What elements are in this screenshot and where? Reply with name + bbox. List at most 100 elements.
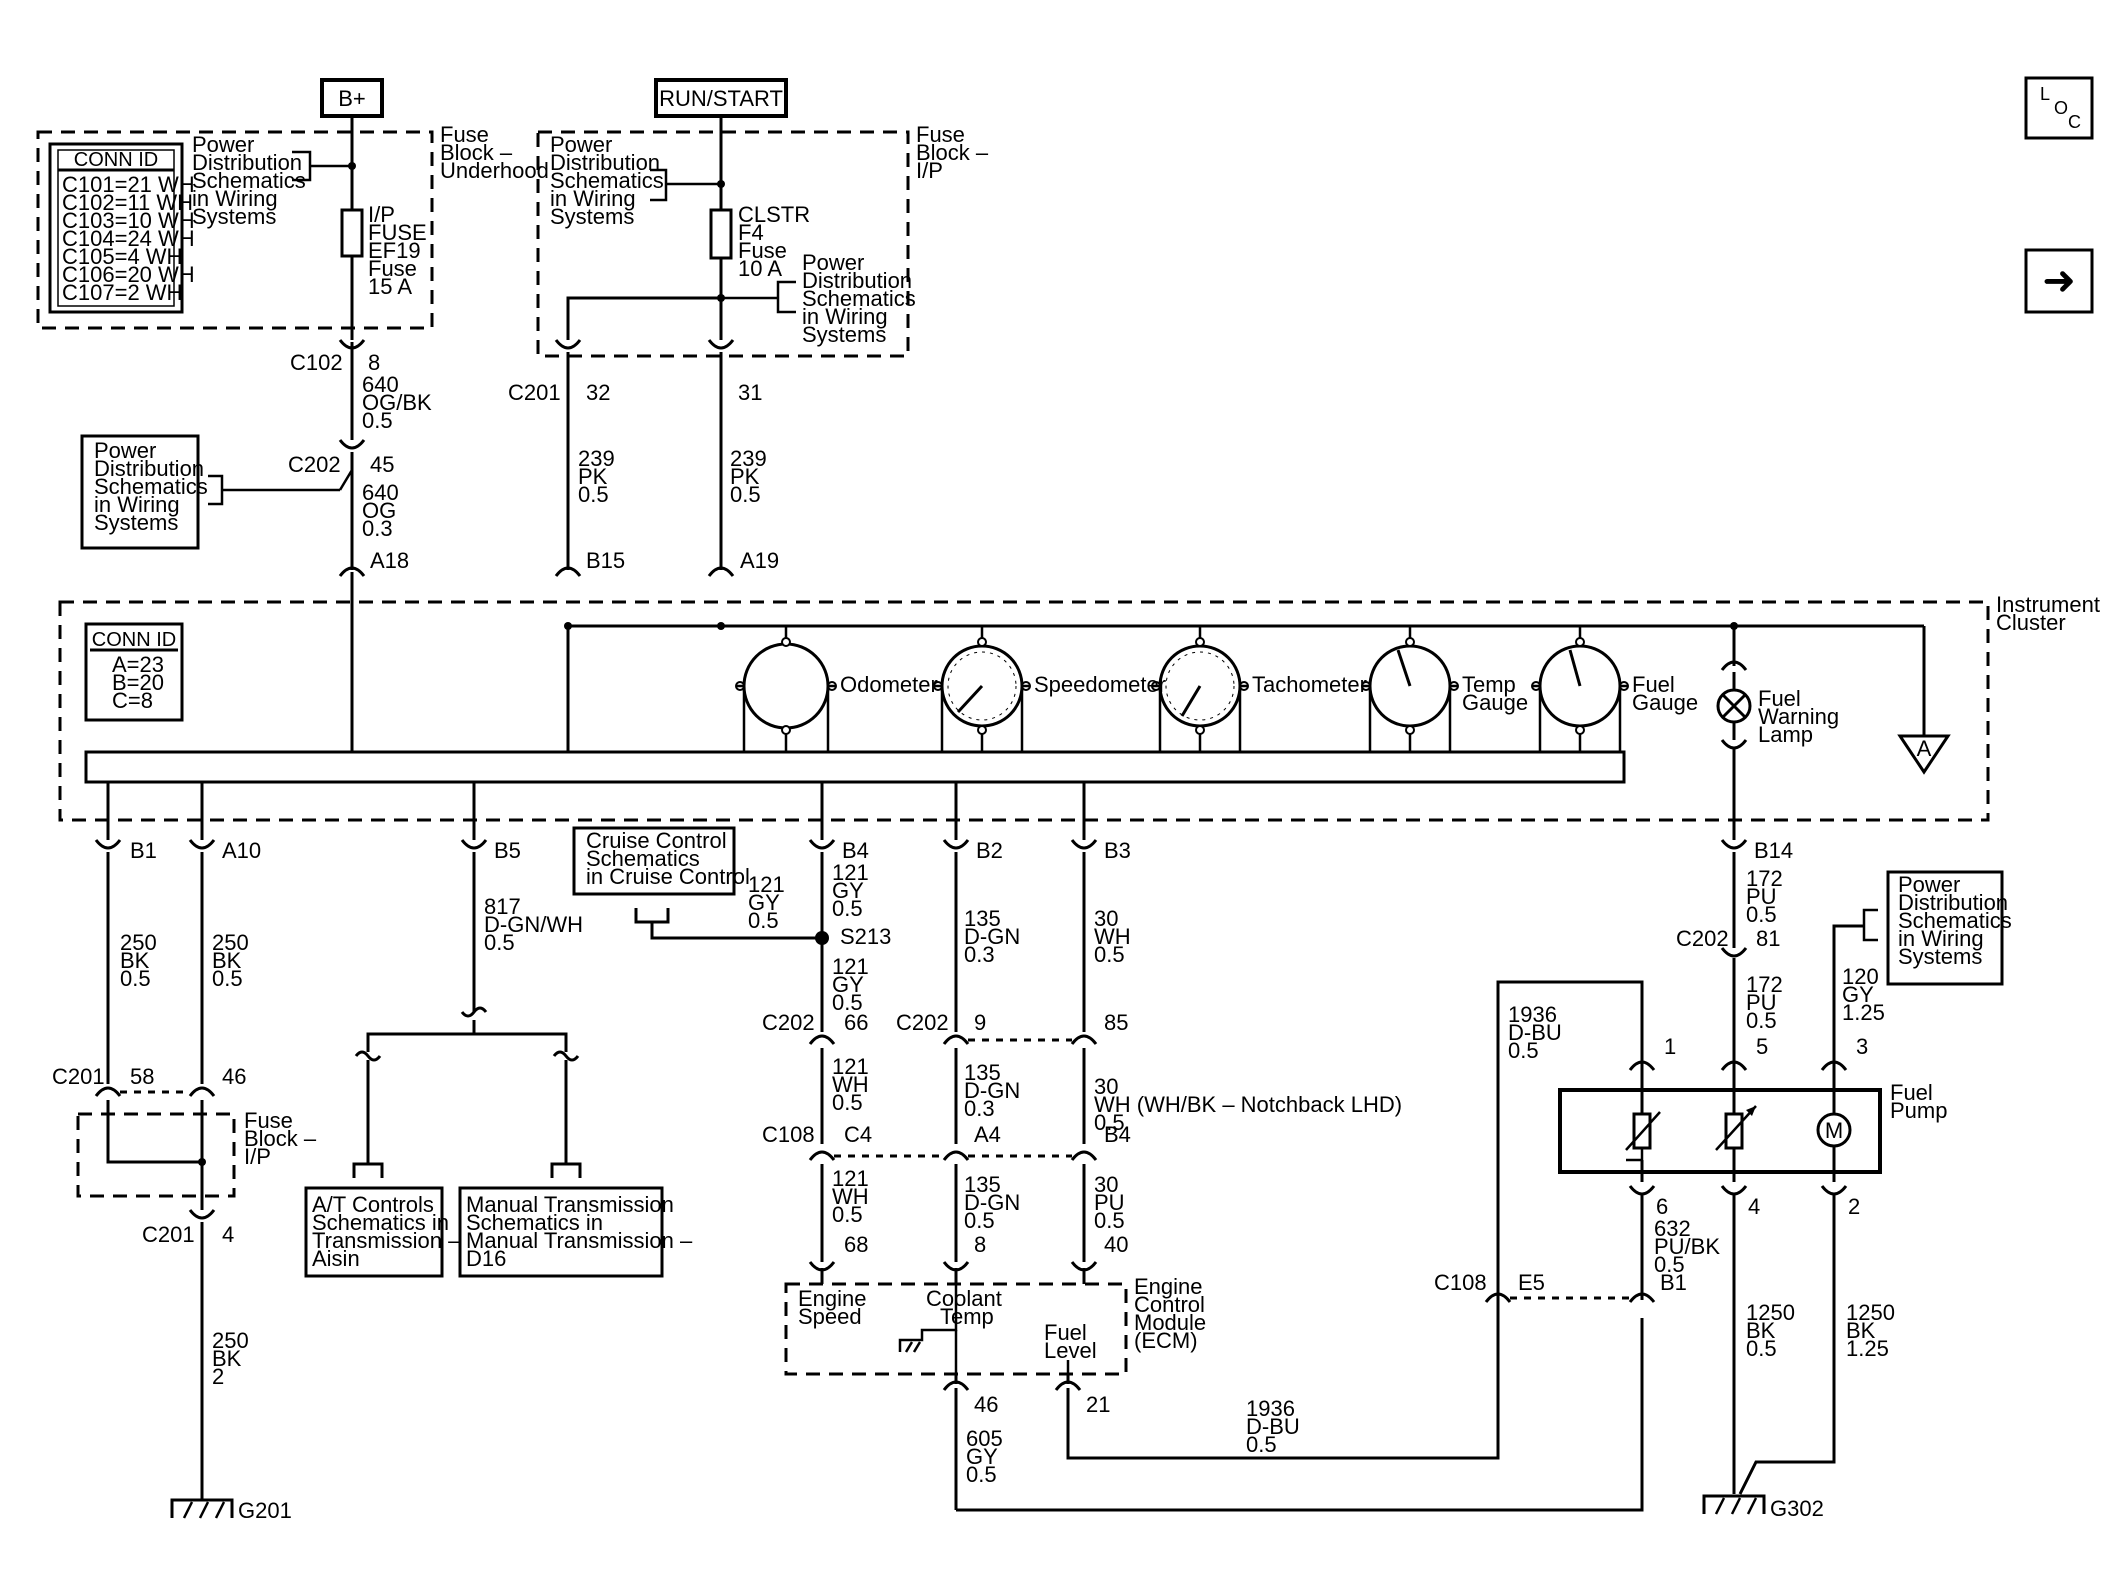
svg-text:8: 8 [974, 1232, 986, 1257]
ecm-label: Engine Control Module (ECM) [1134, 1274, 1212, 1353]
fuel-warning-lamp [1716, 626, 1752, 840]
power-distribution-box-5 [1886, 870, 2004, 986]
gauge-speedometer [933, 626, 1031, 752]
upper-connectors: C102 8 640 OG/BK 0.5 C202 45 640 OG 0.3 … [80, 339, 779, 752]
instrument-cluster: Instrument Cluster CONN ID A=23 B=20 C=8… [58, 592, 2106, 840]
svg-text:M: M [1825, 1118, 1843, 1143]
fuse-f4 [709, 208, 733, 260]
svg-text:121 GY 0.5: 121 GY 0.5 [748, 872, 791, 933]
svg-text:85: 85 [1104, 1010, 1128, 1035]
svg-text:C108: C108 [762, 1122, 815, 1147]
svg-text:6: 6 [1656, 1194, 1668, 1219]
svg-text:C4: C4 [844, 1122, 872, 1147]
svg-text:1936 D-BU 0.5: 1936 D-BU 0.5 [1246, 1396, 1306, 1457]
fuse-ef19-label: I/P FUSE EF19 Fuse 15 A [368, 202, 433, 299]
fuse-block-ip-lower-label: Fuse Block – I/P [244, 1108, 322, 1169]
svg-text:121 GY 0.5: 121 GY 0.5 [832, 860, 875, 921]
power-distribution-note-2: Power Distribution Schematics in Wiring … [550, 132, 670, 229]
svg-text:2: 2 [1848, 1194, 1860, 1219]
conn-id-box-2 [84, 622, 184, 722]
gauge-fuel [1531, 626, 1629, 752]
svg-text:239 PK 0.5: 239 PK 0.5 [730, 446, 773, 507]
manual-transmission-box [458, 1186, 664, 1278]
next-arrow-button[interactable]: ➜ [2024, 248, 2094, 314]
svg-text:46: 46 [974, 1392, 998, 1417]
fuel-pump-label: Fuel Pump [1890, 1080, 1947, 1123]
instrument-cluster-label: Instrument Cluster [1996, 592, 2106, 635]
power-distribution-note-5: Power Distribution Schematics in Wiring … [1898, 872, 2018, 969]
svg-text:640 OG 0.3: 640 OG 0.3 [362, 480, 405, 541]
loc-button[interactable]: L O C [2024, 76, 2094, 140]
svg-text:S213: S213 [840, 924, 891, 949]
svg-text:4: 4 [1748, 1194, 1760, 1219]
svg-text:640 OG/BK 0.5: 640 OG/BK 0.5 [362, 372, 438, 433]
svg-text:30 PU 0.5: 30 PU 0.5 [1094, 1172, 1131, 1233]
svg-text:1250 BK 0.5: 1250 BK 0.5 [1746, 1300, 1801, 1361]
fuse-block-underhood-label: Fuse Block – Underhood [440, 122, 549, 183]
svg-text:21: 21 [1086, 1392, 1110, 1417]
svg-text:5: 5 [1756, 1034, 1768, 1059]
svg-text:1936 D-BU 0.5: 1936 D-BU 0.5 [1508, 1002, 1568, 1063]
svg-text:68: 68 [844, 1232, 868, 1257]
svg-text:605 GY 0.5: 605 GY 0.5 [966, 1426, 1009, 1487]
svg-text:9: 9 [974, 1010, 986, 1035]
svg-text:CONN ID: CONN ID [92, 629, 176, 651]
fuse-block-ip: Fuse Block – I/P Power Distribution Sche… [536, 122, 994, 358]
svg-text:C202: C202 [288, 452, 341, 477]
svg-text:C202: C202 [1676, 926, 1729, 951]
svg-text:A18: A18 [370, 548, 409, 573]
svg-text:135 D-GN 0.5: 135 D-GN 0.5 [964, 1172, 1026, 1233]
speedometer-label: Speedometer [1034, 672, 1166, 697]
svg-text:C108: C108 [1434, 1270, 1487, 1295]
svg-text:C202: C202 [896, 1010, 949, 1035]
tachometer-label: Tachometer [1252, 672, 1367, 697]
svg-text:A=23 B=20 C=8: A=23 B=20 C=8 [112, 652, 170, 713]
fuse-block-ip-label: Fuse Block – I/P [916, 122, 994, 183]
svg-text:8: 8 [368, 350, 380, 375]
svg-text:121 WH 0.5: 121 WH 0.5 [832, 1054, 875, 1115]
svg-text:G302: G302 [1770, 1496, 1824, 1521]
svg-text:40: 40 [1104, 1232, 1128, 1257]
power-distribution-note-1: Power Distribution Schematics in Wiring … [192, 132, 312, 229]
power-distribution-note-3: Power Distribution Schematics in Wiring … [802, 250, 922, 347]
at-controls-box [304, 1186, 444, 1278]
manual-transmission-label: Manual Transmission Schematics in Manual… [466, 1192, 698, 1271]
svg-text:81: 81 [1756, 926, 1780, 951]
runstart-label: RUN/START [659, 86, 783, 111]
svg-text:45: 45 [370, 452, 394, 477]
svg-text:G201: G201 [238, 1498, 292, 1523]
fuse-f4-label: CLSTR F4 Fuse 10 A [738, 202, 816, 281]
fuel-pump-circuits: B14 172 PU 0.5 C202 81 172 PU 0.5 Power … [1434, 838, 2018, 1521]
conn-id-box-1 [48, 142, 184, 314]
center-circuits: B4 B2 B3 121 GY 0.5 135 D-GN 0.3 30 WH 0… [572, 782, 1644, 1512]
svg-text:250 BK 0.5: 250 BK 0.5 [120, 930, 163, 991]
svg-text:Coolant Temp: Coolant Temp [926, 1286, 1008, 1329]
svg-text:Fuel Level: Fuel Level [1044, 1320, 1097, 1363]
runstart-source: RUN/START [654, 78, 788, 340]
svg-text:172 PU 0.5: 172 PU 0.5 [1746, 972, 1789, 1033]
svg-text:250 BK 0.5: 250 BK 0.5 [212, 930, 255, 991]
svg-text:30 WH 0.5: 30 WH 0.5 [1094, 906, 1137, 967]
svg-text:B4: B4 [1104, 1122, 1131, 1147]
svg-text:C: C [2068, 112, 2081, 132]
svg-text:31: 31 [738, 380, 762, 405]
odometer-label: Odometer [840, 672, 938, 697]
svg-text:C202: C202 [762, 1010, 815, 1035]
svg-text:B15: B15 [586, 548, 625, 573]
svg-text:B4: B4 [842, 838, 869, 863]
svg-text:B1: B1 [130, 838, 157, 863]
conn-id-title-1: CONN ID [74, 149, 158, 171]
gauge-temp [1361, 626, 1459, 752]
svg-text:239 PK 0.5: 239 PK 0.5 [578, 446, 621, 507]
svg-text:817 D-GN/WH 0.5: 817 D-GN/WH 0.5 [484, 894, 589, 955]
svg-text:120 GY 1.25: 120 GY 1.25 [1842, 964, 1885, 1025]
cruise-control-label: Cruise Control Schematics in Cruise Cont… [586, 828, 750, 889]
lower-left-circuits: B1 A10 250 BK 0.5 250 BK 0.5 C201 58 46 … [52, 782, 698, 1523]
splice-s213 [815, 931, 829, 945]
conn-id-rows-1: C101=21 WH C102=11 WH C103=10 WH C104=24… [62, 172, 201, 305]
svg-text:250 BK 2: 250 BK 2 [212, 1328, 255, 1389]
svg-text:Engine Speed: Engine Speed [798, 1286, 873, 1329]
svg-text:66: 66 [844, 1010, 868, 1035]
power-distribution-note-4: Power Distribution Schematics in Wiring … [94, 438, 214, 535]
